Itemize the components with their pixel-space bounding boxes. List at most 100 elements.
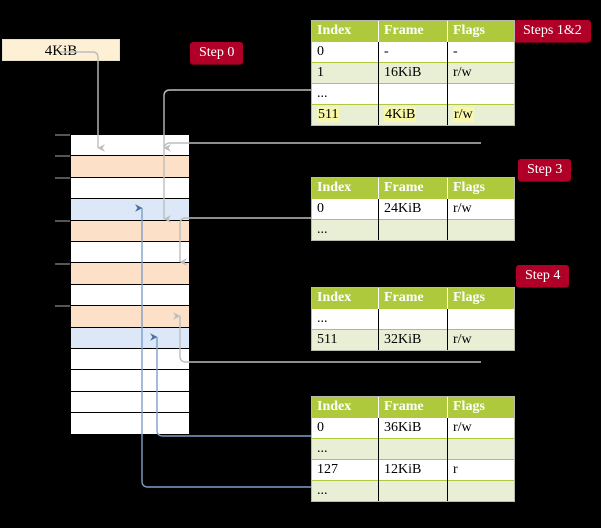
table-cell-frame [378, 480, 448, 501]
column-header-index: Index [312, 178, 379, 199]
table-row: ... [312, 480, 514, 501]
table-cell-flags: r/w [447, 329, 514, 350]
column-header-frame: Frame [378, 288, 448, 309]
table-cell-flags: r/w [447, 198, 514, 220]
table-cell-flags: r [447, 459, 514, 481]
table-cell-frame [378, 308, 448, 330]
table-row: ... [312, 308, 514, 330]
frame-tick [55, 177, 70, 179]
table-cell-index: ... [312, 219, 379, 240]
table-cell-frame: 36KiB [378, 417, 448, 439]
table-cell-index: 0 [312, 41, 379, 63]
virtual-address-box: 4KiB [2, 39, 120, 61]
memory-frame-10 [71, 348, 189, 371]
table-cell-flags [447, 438, 514, 460]
highlighted-value: r/w [453, 107, 474, 122]
memory-frame-0 [71, 135, 189, 157]
column-header-flags: Flags [447, 21, 514, 42]
memory-frame-6 [71, 263, 189, 285]
table-cell-flags: - [447, 41, 514, 63]
table-cell-index: ... [312, 308, 379, 330]
table-cell-index: 127 [312, 459, 379, 481]
memory-frame-4 [71, 220, 189, 242]
table-cell-index: 511 [312, 104, 379, 125]
table-cell-frame: - [378, 41, 448, 63]
memory-frame-7 [71, 284, 189, 307]
frame-tick [55, 220, 70, 222]
column-header-flags: Flags [447, 178, 514, 199]
memory-frame-2 [71, 177, 189, 200]
table-cell-frame [378, 219, 448, 240]
table-cell-frame: 16KiB [378, 62, 448, 84]
table-cell-flags [447, 480, 514, 501]
table-cell-frame: 32KiB [378, 329, 448, 350]
physical-memory-column [70, 134, 190, 435]
table-row: ... [312, 83, 514, 105]
memory-frame-9 [71, 327, 189, 349]
table-cell-frame [378, 83, 448, 105]
frame-tick [55, 305, 70, 307]
column-header-flags: Flags [447, 288, 514, 309]
table-cell-frame: 4KiB [378, 104, 448, 125]
table-cell-flags: r/w [447, 417, 514, 439]
frame-tick [55, 263, 70, 265]
memory-frame-12 [71, 391, 189, 414]
table-cell-flags: r/w [447, 62, 514, 84]
table-cell-flags: r/w [447, 104, 514, 125]
table-cell-index: 0 [312, 198, 379, 220]
badge-step-4: Step 4 [516, 265, 570, 287]
highlighted-value: 511 [317, 107, 340, 122]
table-cell-frame: 12KiB [378, 459, 448, 481]
memory-frame-11 [71, 370, 189, 392]
frame-tick [55, 134, 70, 136]
memory-frame-1 [71, 156, 189, 178]
highlighted-value: 4KiB [384, 107, 417, 122]
table-row: 511 4KiB r/w [312, 104, 514, 125]
table-row: ... [312, 219, 514, 240]
column-header-frame: Frame [378, 397, 448, 418]
table-cell-index: 1 [312, 62, 379, 84]
column-header-index: Index [312, 21, 379, 42]
virtual-address-label: 4KiB [44, 43, 78, 59]
table-cell-flags [447, 83, 514, 105]
table-cell-index: ... [312, 83, 379, 105]
table-cell-index: ... [312, 438, 379, 460]
memory-frame-13 [71, 413, 189, 435]
badge-steps-1-2: Steps 1&2 [514, 20, 591, 42]
memory-frame-3 [71, 199, 189, 221]
column-header-flags: Flags [447, 397, 514, 418]
table-row: 0-- [312, 41, 514, 63]
memory-frame-8 [71, 306, 189, 328]
table-cell-index: 0 [312, 417, 379, 439]
badge-step-3: Step 3 [518, 159, 572, 181]
column-header-index: Index [312, 397, 379, 418]
table-cell-index: ... [312, 480, 379, 501]
frame-tick [55, 155, 70, 157]
badge-step-0: Step 0 [190, 42, 244, 64]
column-header-index: Index [312, 288, 379, 309]
table-cell-frame [378, 438, 448, 460]
table-cell-flags [447, 308, 514, 330]
table-cell-flags [447, 219, 514, 240]
table-cell-index: 511 [312, 329, 379, 350]
table-row: ... [312, 438, 514, 460]
column-header-frame: Frame [378, 178, 448, 199]
column-header-frame: Frame [378, 21, 448, 42]
